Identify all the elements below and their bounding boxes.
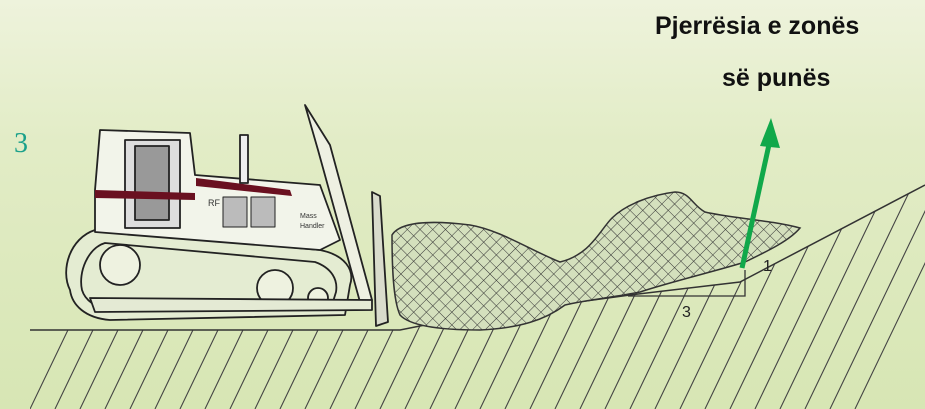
bulldozer: [65, 104, 389, 327]
slide-number: 3: [14, 128, 28, 159]
title-line-1: Pjerrësia e zonës: [655, 12, 860, 40]
slope-triangle: [628, 270, 746, 297]
bulldozer-blade: [371, 191, 389, 327]
bulldozer-brand-line2: Handler: [300, 223, 325, 230]
bulldozer-brand-line1: Mass: [300, 213, 317, 220]
up-right-arrow-icon: [739, 118, 780, 269]
soil-pile: [391, 191, 802, 331]
bulldozer-logo: RF: [208, 198, 220, 208]
slope-run-label: 3: [682, 304, 691, 321]
title-line-2: së punës: [722, 64, 831, 92]
slope-rise-label: 1: [763, 258, 772, 275]
